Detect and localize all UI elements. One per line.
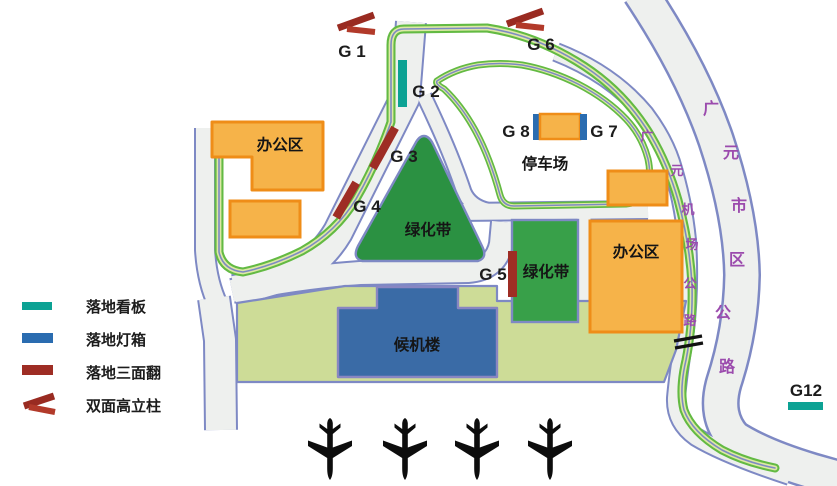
crossing-mark-icon xyxy=(673,334,704,350)
g4-label: G 4 xyxy=(353,197,381,216)
legend-pylon-label: 双面高立柱 xyxy=(86,397,161,415)
g12-label: G12 xyxy=(790,381,822,400)
office-right-label: 办公区 xyxy=(613,242,660,261)
south-road xyxy=(199,295,236,431)
airport-road-char: 场 xyxy=(685,237,698,252)
g3-label: G 3 xyxy=(390,147,417,166)
city-road-name: 广 元 市 区 公 路 xyxy=(703,99,747,376)
parking-south-road xyxy=(454,202,649,220)
airplane-icon xyxy=(308,418,352,480)
g8-lightbox-icon xyxy=(533,114,540,140)
city-road-char: 路 xyxy=(719,357,736,376)
office-left-building xyxy=(210,120,325,192)
g1-pylon-icon xyxy=(336,11,376,35)
internal-road xyxy=(229,221,514,302)
parking-west-road xyxy=(418,93,489,217)
green-rect-label: 绿化带 xyxy=(523,262,570,281)
legend-blue-bar-icon xyxy=(22,333,53,343)
legend: 落地看板 落地灯箱 落地三面翻 双面高立柱 xyxy=(22,298,161,415)
city-road xyxy=(626,0,837,486)
g12-board-icon xyxy=(788,402,823,410)
g1-label: G 1 xyxy=(338,42,365,61)
airport-road-name: 广 元 机 场 公 路 xyxy=(640,129,698,328)
office-left-label: 办公区 xyxy=(257,135,304,154)
city-road-char: 广 xyxy=(703,99,719,118)
g4-triflip-icon xyxy=(332,180,360,220)
airport-road-char: 广 xyxy=(640,129,653,144)
city-road-char: 公 xyxy=(715,304,731,322)
g5-triflip-icon xyxy=(508,251,517,297)
airport-road-char: 公 xyxy=(683,276,696,291)
office-right-building xyxy=(588,219,684,334)
green-triangle-label: 绿化带 xyxy=(405,220,452,239)
terminal-building xyxy=(336,285,499,379)
airport-road-char: 元 xyxy=(670,163,683,178)
legend-lightbox-label: 落地灯箱 xyxy=(86,331,146,349)
g2-board-icon xyxy=(398,60,407,107)
legend-red-chevron-icon xyxy=(22,392,56,415)
g6-label: G 6 xyxy=(527,35,554,54)
airport-road-char: 机 xyxy=(681,202,694,217)
office-right-annex-building xyxy=(606,169,669,207)
legend-teal-bar-icon xyxy=(22,302,52,310)
terminal-label: 候机楼 xyxy=(394,335,441,354)
legend-red-bar-icon xyxy=(22,365,53,375)
legend-board-label: 落地看板 xyxy=(86,298,147,316)
g7-label: G 7 xyxy=(590,122,617,141)
g7-g8-billboard xyxy=(538,112,582,141)
city-road-char: 市 xyxy=(731,196,747,215)
green-belt-triangle xyxy=(354,134,486,263)
g7-lightbox-icon xyxy=(580,114,587,140)
office-left-annex-building xyxy=(228,199,302,239)
green-belt-rect xyxy=(510,218,580,324)
airplane-icon xyxy=(455,418,499,480)
airplane-icon xyxy=(383,418,427,480)
road-surfaces xyxy=(196,0,837,486)
airplane-icon xyxy=(528,418,572,480)
g2-label: G 2 xyxy=(412,82,439,101)
apron-planes xyxy=(308,418,572,480)
city-road-char: 元 xyxy=(723,145,739,162)
legend-triflip-label: 落地三面翻 xyxy=(86,364,161,382)
city-road-char: 区 xyxy=(729,251,745,269)
g6-pylon-icon xyxy=(505,7,545,31)
g3-triflip-icon xyxy=(369,125,399,171)
g8-label: G 8 xyxy=(502,122,529,141)
parking-label: 停车场 xyxy=(522,154,569,173)
airport-road-char: 路 xyxy=(683,313,697,328)
g5-label: G 5 xyxy=(479,265,506,284)
